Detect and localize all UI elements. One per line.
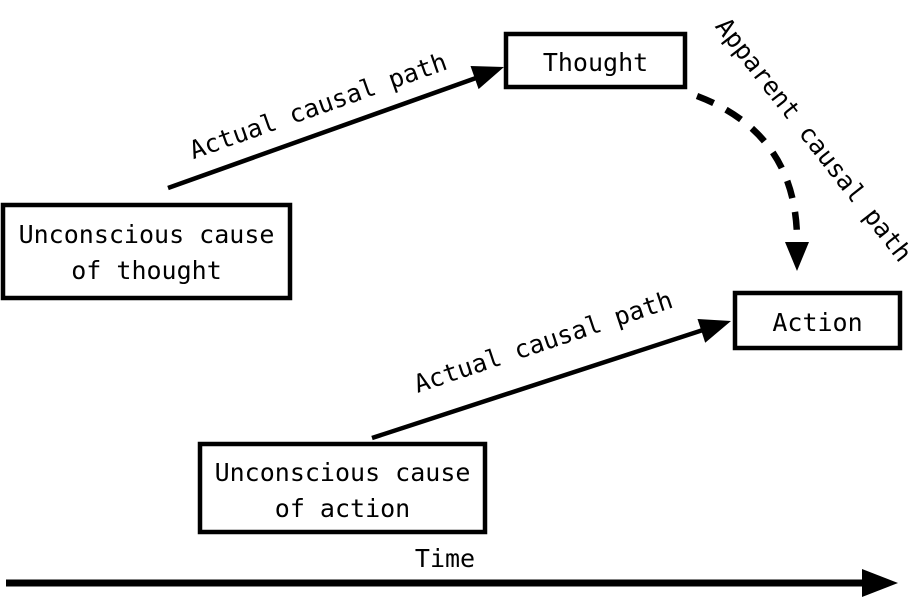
actual-causal-path-action-arrowhead: [697, 319, 731, 343]
apparent-causal-path-arrowhead: [785, 242, 809, 271]
unconscious-cause-of-thought-box: [0, 202, 293, 301]
unconscious-cause-of-action-box: [197, 441, 488, 535]
thought-box: [503, 31, 688, 90]
action-box: [732, 290, 903, 351]
apparent-causal-path-label: Apparent causal path: [710, 12, 913, 267]
actual-causal-path-thought-label: Actual causal path: [186, 47, 451, 165]
actual-causal-path-thought-arrow: [167, 75, 477, 191]
unconscious-cause-of-thought-line1: Unconscious cause: [19, 220, 275, 249]
time-axis-label: Time: [415, 544, 475, 573]
unconscious-cause-of-action-line2: of action: [275, 494, 410, 523]
unconscious-cause-of-thought-line2: of thought: [71, 256, 222, 285]
apparent-causal-path-arrow: [695, 92, 801, 249]
actual-causal-path-thought-arrowhead: [470, 66, 504, 90]
action-label: Action: [772, 308, 862, 337]
actual-causal-path-action-arrow: [371, 327, 704, 441]
time-axis-arrowhead: [862, 569, 898, 597]
unconscious-cause-of-action-line1: Unconscious cause: [215, 458, 471, 487]
thought-label: Thought: [543, 48, 648, 77]
